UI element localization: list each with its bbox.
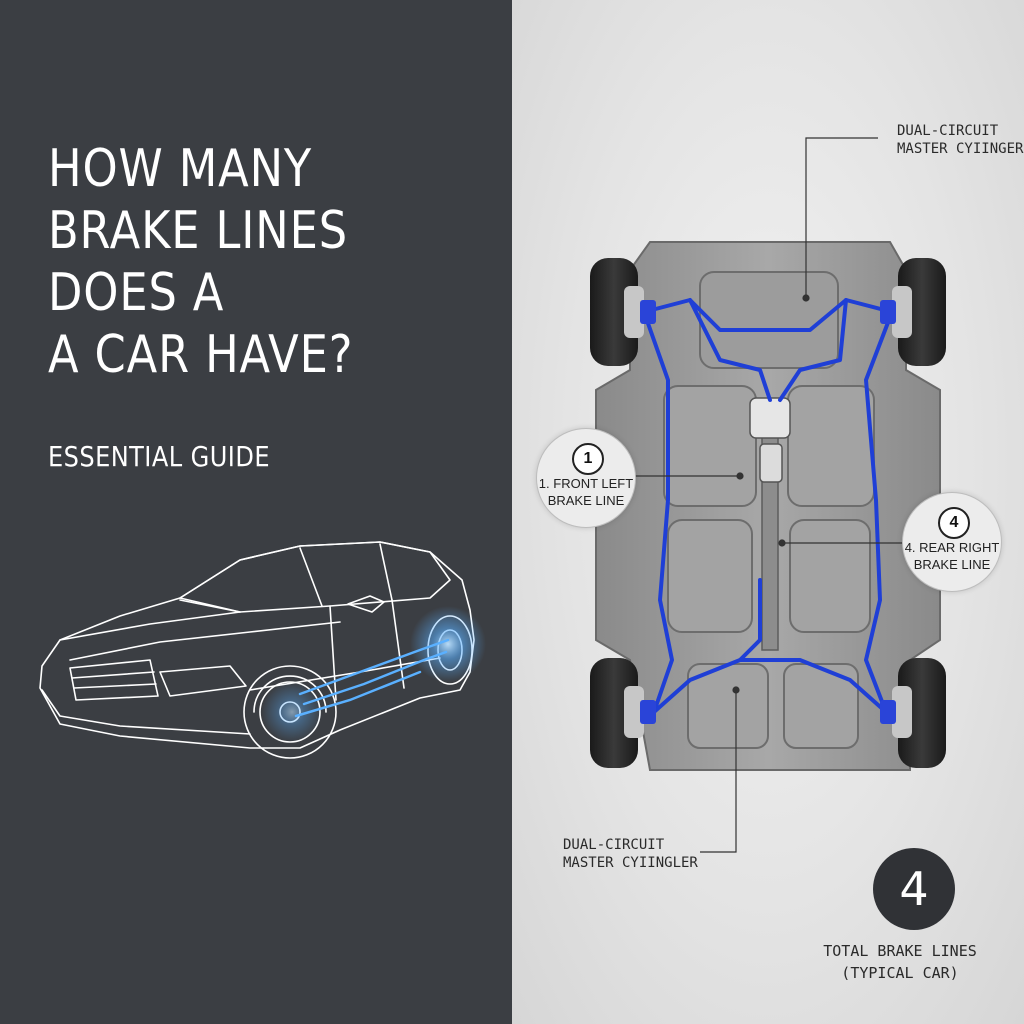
callout-number: 4 [938, 507, 970, 539]
callout-front-left: 1 1. FRONT LEFT BRAKE LINE [536, 428, 636, 528]
rear-feed-line [738, 578, 762, 662]
left-brake-line [642, 310, 674, 714]
front-brake-glow [262, 682, 322, 742]
headline: HOW MANY BRAKE LINES DOES A A CAR HAVE? [48, 138, 426, 386]
floor-panel [667, 519, 753, 633]
rear-brake-glow [410, 606, 486, 682]
callout-text: 1. FRONT LEFT BRAKE LINE [537, 475, 635, 509]
wheel-rear-left [590, 658, 644, 768]
caliper-rear-right [880, 700, 896, 724]
bottom-master-cylinder-label: DUAL-CIRCUIT MASTER CYIINGLER [563, 836, 698, 872]
total-label-line-2: (TYPICAL CAR) [841, 964, 959, 982]
front-crossover-line [642, 298, 894, 332]
front-right-feed [778, 298, 848, 402]
callout-line: BRAKE LINE [547, 493, 625, 508]
floor-panel [787, 385, 875, 507]
fuel-tank [699, 271, 839, 369]
wheel-front-right [892, 258, 946, 366]
top-label-line-2: MASTER CYIINGER [897, 141, 1024, 157]
floor-panel [789, 519, 871, 633]
headline-line-2: BRAKE LINES [48, 201, 348, 261]
bottom-label-line-1: DUAL-CIRCUIT [563, 837, 665, 853]
top-master-cylinder-label: DUAL-CIRCUIT MASTER CYIINGER [897, 122, 1023, 158]
subtitle: ESSENTIAL GUIDE [48, 440, 270, 473]
front-left-feed [688, 298, 772, 402]
callout-text: 4. REAR RIGHT BRAKE LINE [903, 539, 1001, 573]
wireframe-car-illustration [39, 541, 486, 759]
rear-crossover-line [652, 658, 888, 714]
leader-lines [634, 137, 904, 853]
callout-line: 4. REAR RIGHT [904, 540, 1000, 555]
left-panel [0, 0, 512, 1024]
brake-lines [642, 298, 894, 714]
floor-panel [663, 385, 757, 507]
callout-line: BRAKE LINE [913, 557, 991, 572]
right-brake-line [864, 310, 894, 714]
callout-rear-right: 4 4. REAR RIGHT BRAKE LINE [902, 492, 1002, 592]
wheel-rear-right [892, 658, 946, 768]
glowing-brake-lines [294, 638, 450, 718]
top-label-line-1: DUAL-CIRCUIT [897, 123, 999, 139]
wheel-front-left [590, 258, 644, 366]
headline-line-1: HOW MANY [48, 139, 313, 199]
master-cylinder [749, 397, 791, 439]
callout-line: 1. FRONT LEFT [538, 476, 634, 491]
headline-line-4: A CAR HAVE? [48, 325, 354, 385]
caliper-front-left [640, 300, 656, 324]
callout-number: 1 [572, 443, 604, 475]
bottom-label-line-2: MASTER CYIINGLER [563, 855, 698, 871]
total-count-badge: 4 [873, 848, 955, 930]
caliper-rear-left [640, 700, 656, 724]
rear-panel [783, 663, 859, 749]
total-count-label: TOTAL BRAKE LINES (TYPICAL CAR) [800, 940, 1000, 984]
proportioning-valve [759, 443, 783, 483]
caliper-front-right [880, 300, 896, 324]
headline-line-3: DOES A [48, 263, 225, 323]
total-label-line-1: TOTAL BRAKE LINES [823, 942, 977, 960]
